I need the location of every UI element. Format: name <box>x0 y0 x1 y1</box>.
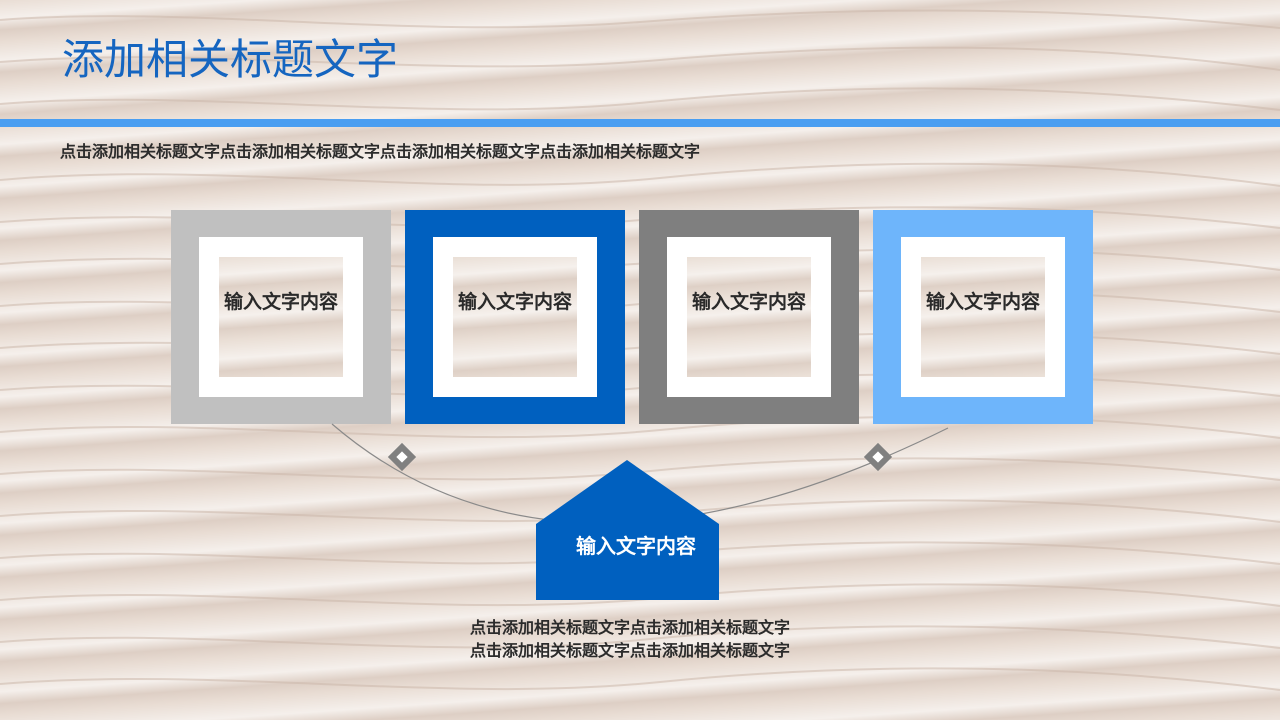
content-box-1[interactable]: 输入文字内容 <box>171 210 391 424</box>
box-window <box>219 257 343 377</box>
center-label: 输入文字内容 <box>576 534 696 558</box>
box-label: 输入文字内容 <box>691 291 806 313</box>
note-line-1: 点击添加相关标题文字点击添加相关标题文字 <box>469 618 790 637</box>
diamond-icon-right <box>863 442 893 472</box>
center-house-shape <box>536 460 719 600</box>
page-title: 添加相关标题文字 <box>62 35 399 84</box>
box-label: 输入文字内容 <box>925 291 1040 313</box>
box-window <box>687 257 811 377</box>
box-window <box>453 257 577 377</box>
box-window <box>921 257 1045 377</box>
content-box-2[interactable]: 输入文字内容 <box>405 210 625 424</box>
content-box-3[interactable]: 输入文字内容 <box>639 210 859 424</box>
content-box-4[interactable]: 输入文字内容 <box>873 210 1093 424</box>
box-label: 输入文字内容 <box>457 291 572 313</box>
note-line-2: 点击添加相关标题文字点击添加相关标题文字 <box>469 641 790 660</box>
box-label: 输入文字内容 <box>223 291 338 313</box>
title-divider <box>0 119 1280 127</box>
subtitle-text: 点击添加相关标题文字点击添加相关标题文字点击添加相关标题文字点击添加相关标题文字 <box>60 142 701 161</box>
